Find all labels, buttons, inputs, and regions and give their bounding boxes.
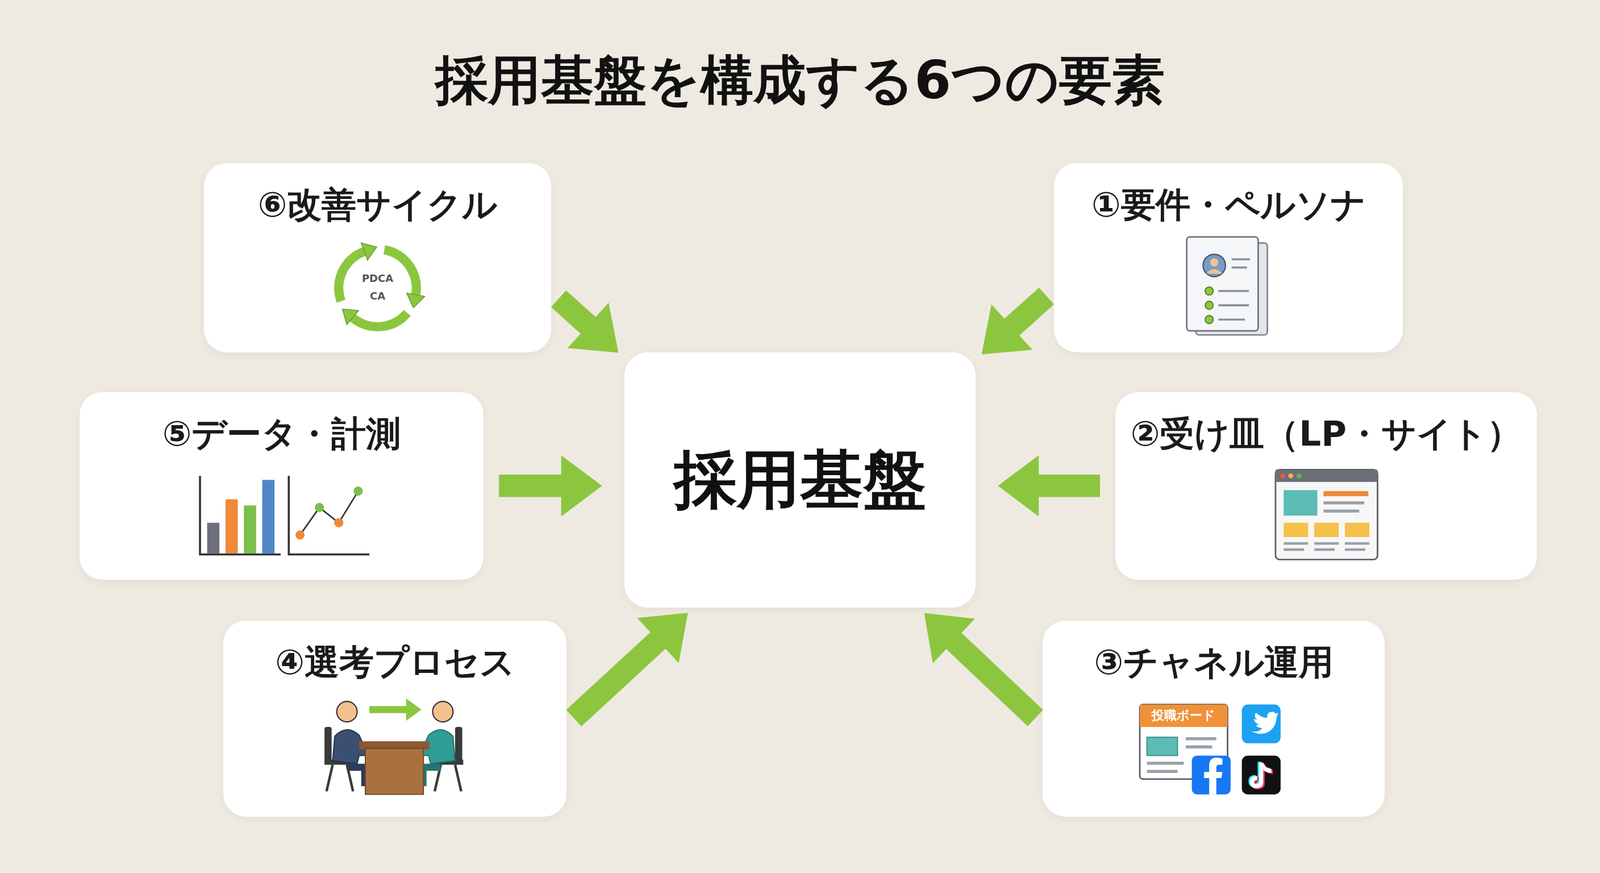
- box-title: ⑤データ・計測: [79, 412, 484, 454]
- box-title: ①要件・ペルソナ: [1053, 183, 1403, 225]
- element-box: ②受け皿（LP・サイト）: [1115, 392, 1537, 580]
- diagram-title: 採用基盤を構成する6つの要素: [0, 48, 1600, 113]
- box-title: ③チャネル運用: [1042, 640, 1385, 683]
- arrow-connector: [498, 455, 602, 517]
- arrow-connector: [551, 290, 619, 353]
- box-title: ④選考プロセス: [223, 640, 566, 683]
- element-box: ⑤データ・計測: [79, 392, 484, 580]
- element-box: ④選考プロセス: [223, 620, 566, 817]
- element-box: ①要件・ペルソナ: [1053, 163, 1403, 352]
- icon-label: CA: [369, 290, 386, 302]
- arrow-connector: [566, 612, 689, 727]
- icon-label: PDCA: [361, 272, 394, 285]
- center-label: 採用基盤: [624, 352, 976, 608]
- icon-label: 投職ボード: [1151, 708, 1216, 723]
- arrow-connector: [924, 612, 1044, 726]
- center-box: 採用基盤: [624, 352, 976, 608]
- element-box: ⑥改善サイクル: [203, 163, 552, 352]
- box-title: ②受け皿（LP・サイト）: [1115, 412, 1537, 454]
- box-title: ⑥改善サイクル: [203, 183, 552, 225]
- arrow-connector: [997, 455, 1100, 517]
- arrow-connector: [981, 287, 1054, 354]
